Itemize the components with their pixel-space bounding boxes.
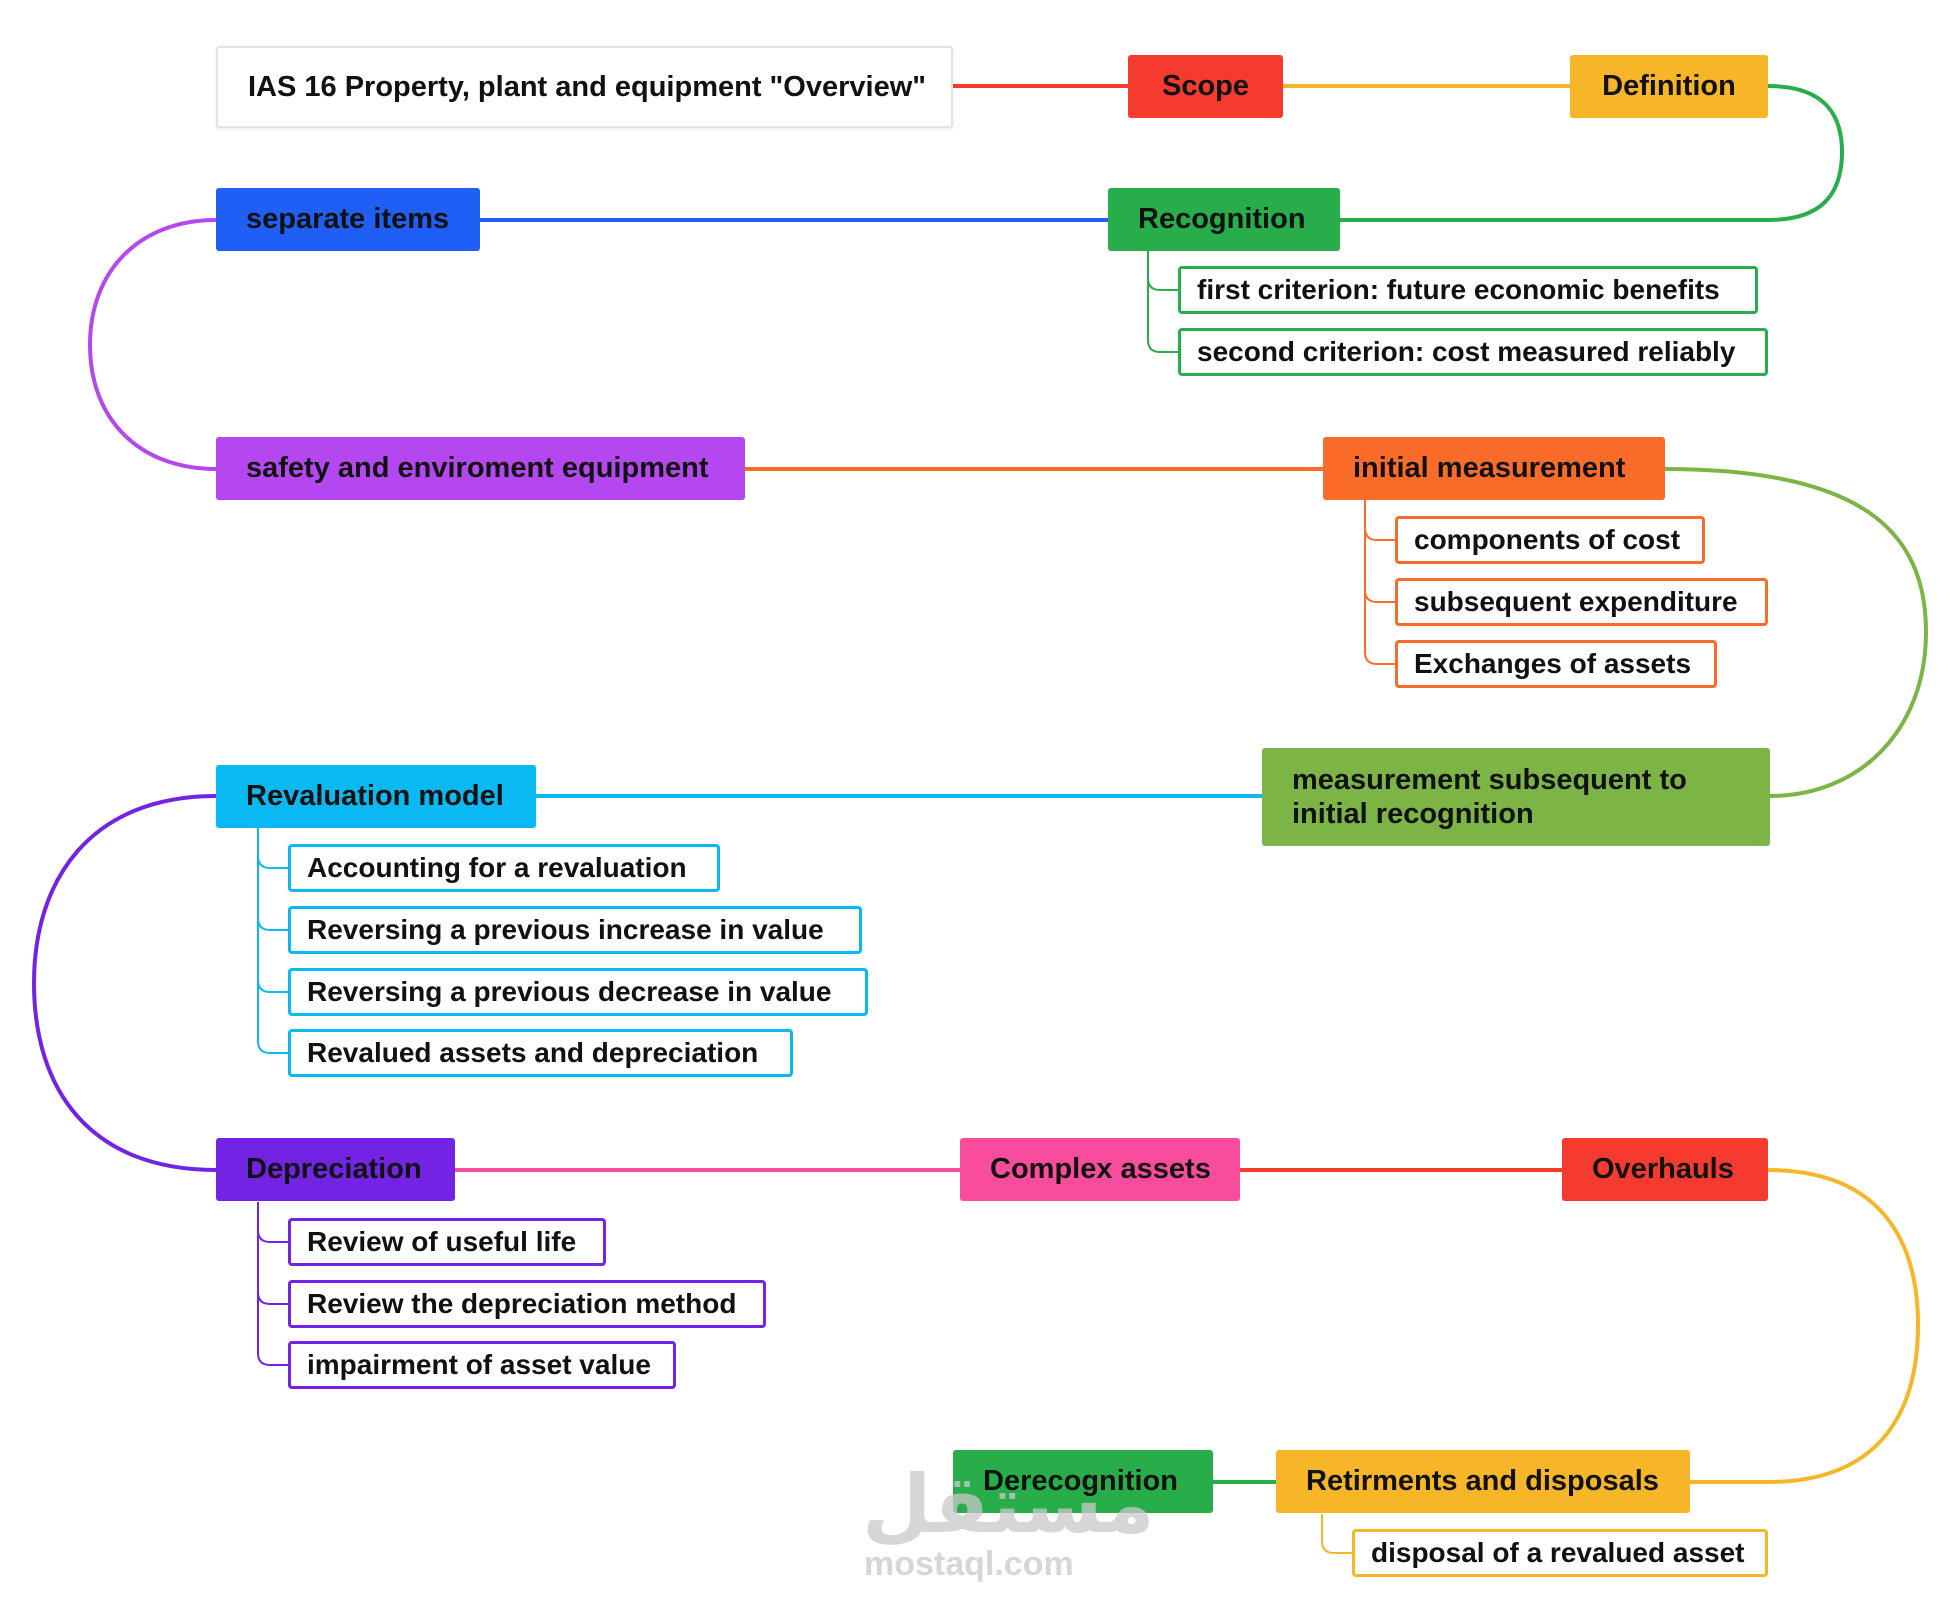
child-label: Revalued assets and depreciation — [307, 1037, 759, 1068]
node-definition-label: Definition — [1602, 70, 1736, 102]
node-complex-assets[interactable]: Complex assets — [960, 1138, 1240, 1201]
node-recognition-label: Recognition — [1138, 203, 1306, 235]
node-recognition[interactable]: Recognition — [1108, 188, 1340, 251]
node-depreciation-label: Depreciation — [246, 1153, 422, 1185]
link-separate-safety — [87, 218, 217, 471]
node-definition[interactable]: Definition — [1570, 55, 1768, 118]
link-revaluation-depreciation — [31, 794, 217, 1172]
child-initial-1[interactable]: components of cost — [1395, 516, 1705, 564]
child-label: Reversing a previous increase in value — [307, 914, 824, 945]
root-topic[interactable]: IAS 16 Property, plant and equipment "Ov… — [216, 46, 953, 128]
child-label: impairment of asset value — [307, 1349, 651, 1380]
node-separate-items[interactable]: separate items — [216, 188, 480, 251]
node-scope-label: Scope — [1161, 70, 1250, 102]
child-depreciation-2[interactable]: Review the depreciation method — [288, 1280, 766, 1328]
child-label: Review the depreciation method — [307, 1288, 737, 1319]
child-recognition-2[interactable]: second criterion: cost measured reliably — [1178, 328, 1768, 376]
node-revaluation-model[interactable]: Revaluation model — [216, 765, 536, 828]
child-label: disposal of a revalued asset — [1371, 1537, 1745, 1568]
bracket-retirements — [1321, 1514, 1352, 1554]
node-measurement-subsequent[interactable]: measurement subsequent to initial recogn… — [1262, 748, 1770, 846]
node-revaluation-model-label: Revaluation model — [246, 780, 504, 812]
child-label: Exchanges of assets — [1414, 648, 1692, 679]
node-safety-equipment[interactable]: safety and enviroment equipment — [216, 437, 745, 500]
child-depreciation-3[interactable]: impairment of asset value — [288, 1341, 676, 1389]
bracket-recognition — [1147, 250, 1178, 353]
child-label: subsequent expenditure — [1414, 586, 1738, 617]
child-label: first criterion: future economic benefit… — [1197, 274, 1720, 305]
bracket-depreciation — [257, 1202, 288, 1366]
child-label: components of cost — [1414, 524, 1681, 555]
child-label: second criterion: cost measured reliably — [1197, 336, 1736, 367]
child-revaluation-3[interactable]: Reversing a previous decrease in value — [288, 968, 868, 1016]
node-overhauls[interactable]: Overhauls — [1562, 1138, 1768, 1201]
node-separate-items-label: separate items — [246, 203, 450, 235]
child-recognition-1[interactable]: first criterion: future economic benefit… — [1178, 266, 1758, 314]
child-initial-3[interactable]: Exchanges of assets — [1395, 640, 1717, 688]
node-initial-measurement[interactable]: initial measurement — [1323, 437, 1665, 500]
link-definition-recognition — [1340, 84, 1845, 222]
child-initial-2[interactable]: subsequent expenditure — [1395, 578, 1768, 626]
bracket-initial — [1364, 500, 1395, 665]
child-label: Reversing a previous decrease in value — [307, 976, 832, 1007]
node-measurement-subsequent-label: measurement subsequent to initial recogn… — [1292, 764, 1687, 830]
watermark-latin: mostaql.com — [864, 1545, 1074, 1583]
child-revaluation-4[interactable]: Revalued assets and depreciation — [288, 1029, 793, 1077]
child-label: Accounting for a revaluation — [307, 852, 687, 883]
link-overhauls-retirements — [1690, 1168, 1921, 1484]
node-safety-equipment-label: safety and enviroment equipment — [246, 452, 709, 484]
child-depreciation-1[interactable]: Review of useful life — [288, 1218, 606, 1266]
node-complex-assets-label: Complex assets — [990, 1153, 1211, 1185]
node-retirements[interactable]: Retirments and disposals — [1276, 1450, 1690, 1513]
node-initial-measurement-label: initial measurement — [1353, 452, 1626, 484]
node-derecognition-label: Derecognition — [983, 1465, 1178, 1497]
root-topic-label: IAS 16 Property, plant and equipment "Ov… — [248, 70, 927, 103]
node-scope[interactable]: Scope — [1128, 55, 1283, 118]
child-label: Review of useful life — [307, 1226, 577, 1257]
child-retirements-1[interactable]: disposal of a revalued asset — [1352, 1529, 1768, 1577]
link-initial-measurement — [1664, 467, 1929, 798]
node-derecognition[interactable]: Derecognition — [953, 1450, 1213, 1513]
child-revaluation-2[interactable]: Reversing a previous increase in value — [288, 906, 862, 954]
bracket-revaluation — [257, 828, 288, 1054]
child-revaluation-1[interactable]: Accounting for a revaluation — [288, 844, 720, 892]
watermark-arabic: مستقل — [862, 1460, 1157, 1549]
node-retirements-label: Retirments and disposals — [1306, 1465, 1659, 1497]
node-depreciation[interactable]: Depreciation — [216, 1138, 455, 1201]
node-overhauls-label: Overhauls — [1592, 1153, 1734, 1185]
